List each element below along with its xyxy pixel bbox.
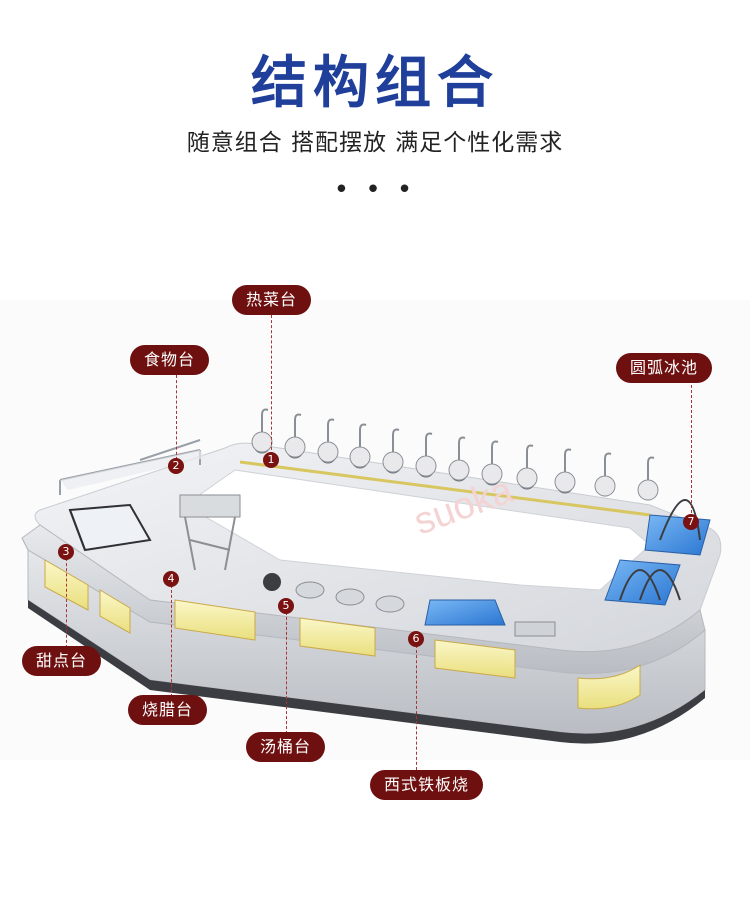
- callout-badge-5: 5: [278, 598, 294, 614]
- label-dessert-station: 甜点台: [22, 646, 102, 676]
- divider-dots: • • •: [333, 175, 417, 205]
- callout-badge-6: 6: [408, 631, 424, 647]
- label-food-station: 食物台: [130, 345, 210, 375]
- callout-badge-4: 4: [163, 571, 179, 587]
- leader-line-1: [271, 315, 272, 455]
- leader-line-5: [286, 612, 287, 734]
- label-soup-station: 汤桶台: [246, 732, 326, 762]
- leader-line-7: [691, 385, 692, 523]
- callout-badge-3: 3: [58, 544, 74, 560]
- teppanyaki-plate: [424, 599, 506, 626]
- leader-line-6: [416, 645, 417, 770]
- callout-badge-1: 1: [263, 452, 279, 468]
- label-teppanyaki: 西式铁板烧: [370, 770, 484, 800]
- callout-badge-7: 7: [683, 514, 699, 530]
- label-arc-ice-pool: 圆弧冰池: [616, 353, 713, 383]
- label-bbq-station: 烧腊台: [128, 695, 208, 725]
- page-title: 结构组合: [251, 51, 499, 116]
- leader-line-4: [171, 585, 172, 697]
- callout-badge-2: 2: [168, 458, 184, 474]
- label-hot-dish-station: 热菜台: [232, 285, 312, 315]
- page-subtitle: 随意组合 搭配摆放 满足个性化需求: [186, 130, 564, 156]
- leader-line-2: [176, 375, 177, 465]
- leader-line-3: [66, 558, 67, 648]
